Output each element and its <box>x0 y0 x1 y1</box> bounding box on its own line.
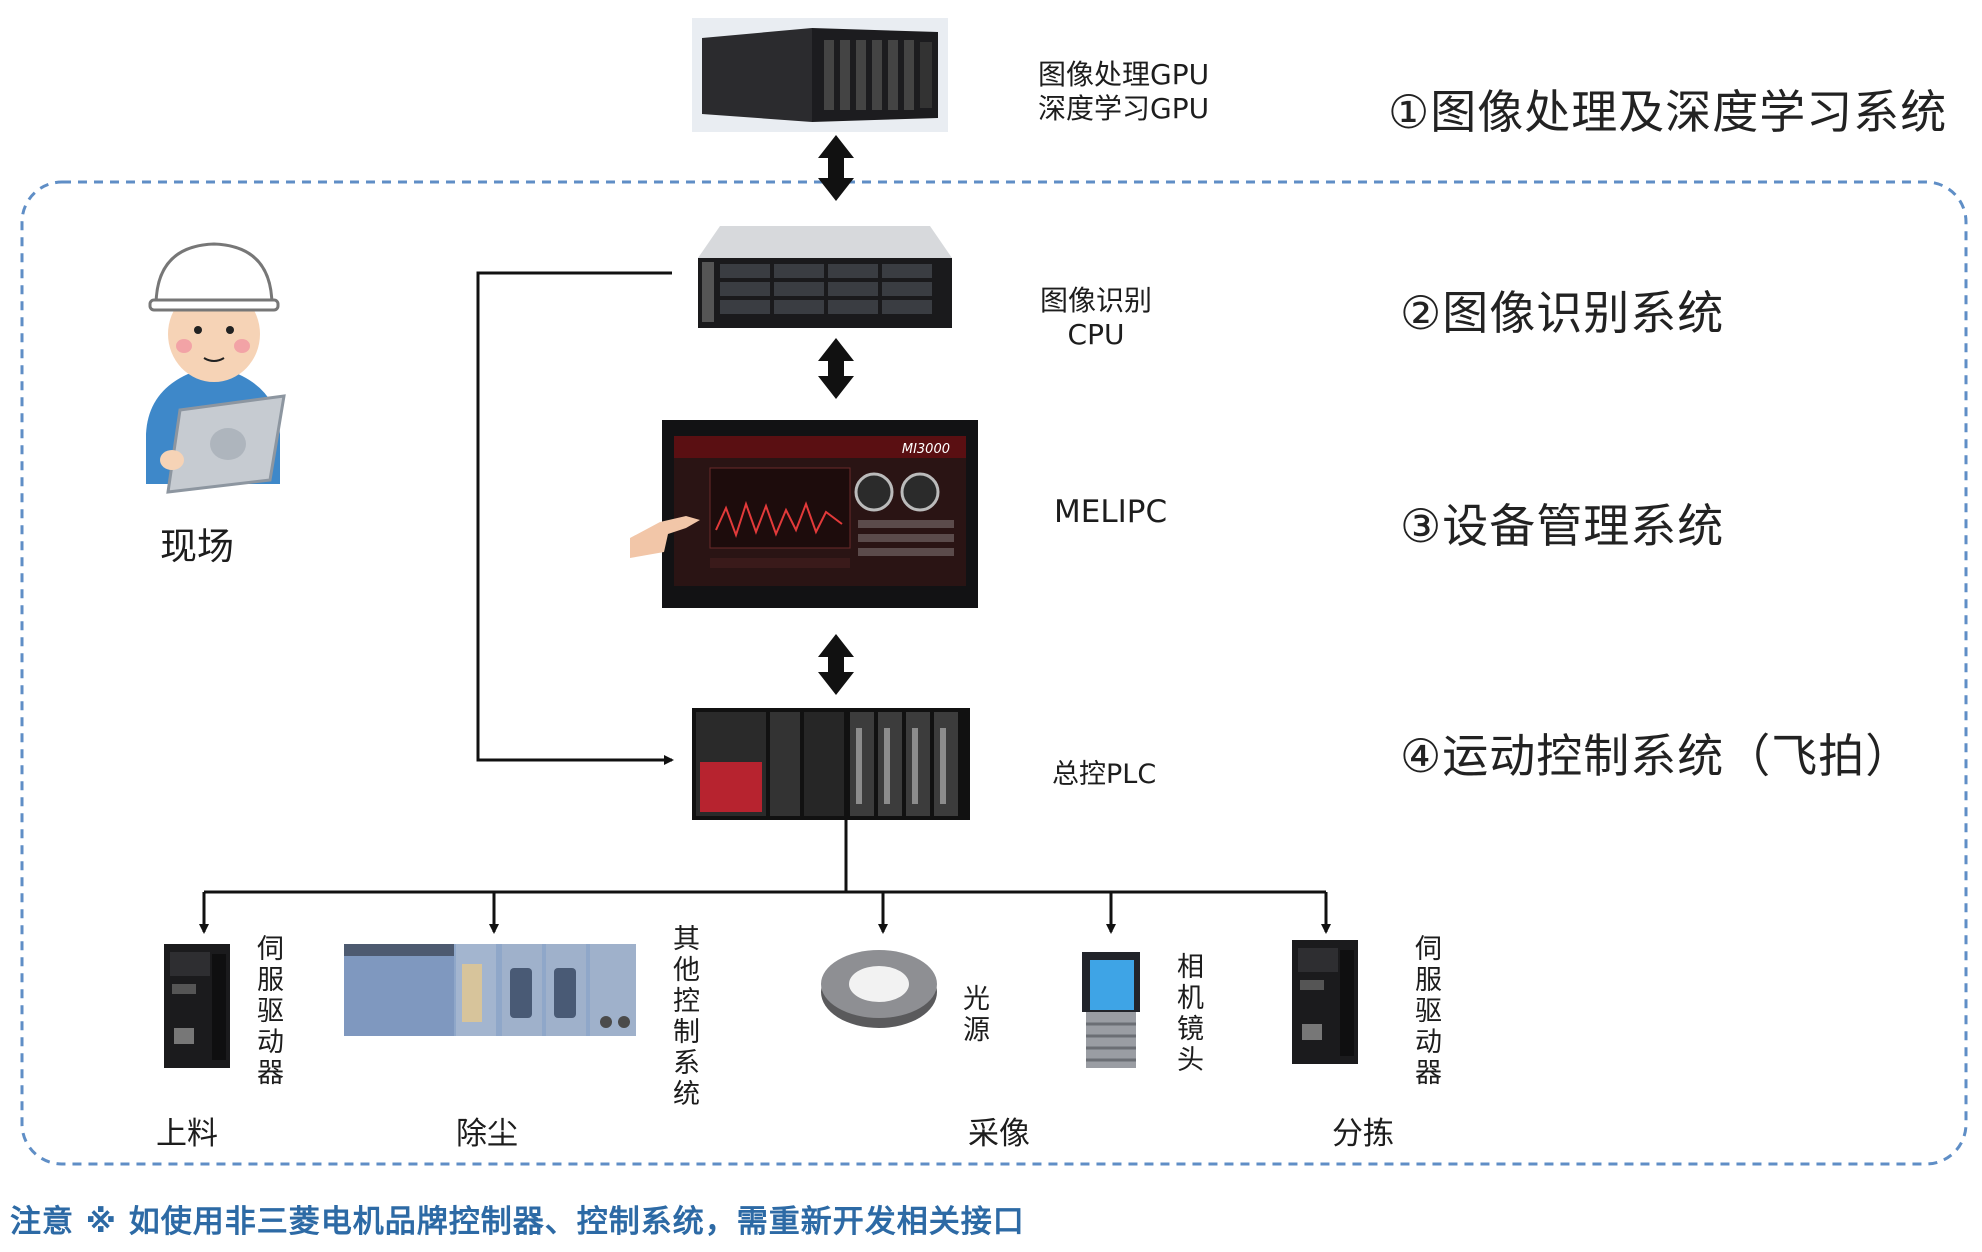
plc-rack-image <box>692 708 970 820</box>
station-dust-removal: 除尘 <box>456 1116 518 1152</box>
system-label-3: ③设备管理系统 <box>1400 499 1725 553</box>
system-label-1: ①图像处理及深度学习系统 <box>1388 85 1948 139</box>
station-sorting: 分拣 <box>1332 1116 1394 1152</box>
cpu-label-line1: 图像识别 <box>1040 284 1153 317</box>
servo-drive-left-image <box>164 944 230 1068</box>
camera-lens-label: 相机镜头 <box>1172 952 1203 1076</box>
light-source-label: 光源 <box>958 984 989 1046</box>
system-label-2: ②图像识别系统 <box>1400 286 1725 340</box>
compatibility-note: 注意 ※ 如使用非三菱电机品牌控制器、控制系统，需重新开发相关接口 <box>10 1204 1025 1240</box>
servo-drive-right-image <box>1292 940 1358 1064</box>
arrow-cpu-melipc <box>818 338 854 399</box>
arrow-gpu-cpu <box>818 135 854 201</box>
ring-light-image <box>818 944 940 1030</box>
camera-lens-image <box>1078 944 1144 1070</box>
melipc-screen-brand: MI3000 <box>902 442 950 457</box>
station-imaging: 采像 <box>968 1116 1030 1152</box>
other-control-system-image <box>344 944 636 1036</box>
system-dashed-frame <box>20 180 1968 1166</box>
melipc-label: MELIPC <box>1054 494 1168 530</box>
servo-drive-right-label: 伺服驱动器 <box>1410 934 1441 1089</box>
gpu-label: 图像处理GPU 深度学习GPU <box>1038 58 1209 126</box>
station-feeding: 上料 <box>156 1116 218 1152</box>
gpu-label-line2: 深度学习GPU <box>1038 92 1210 125</box>
servo-drive-left-label: 伺服驱动器 <box>252 934 283 1089</box>
melipc-panel-image: MI3000 <box>630 420 982 610</box>
system-label-4: ④运动控制系统（飞拍） <box>1400 729 1913 783</box>
cpu-label-line2: CPU <box>1067 318 1125 351</box>
gpu-workstation-image <box>692 18 948 132</box>
cpu-label: 图像识别 CPU <box>1040 284 1152 352</box>
plc-label: 总控PLC <box>1052 759 1157 790</box>
gpu-label-line1: 图像处理GPU <box>1038 58 1210 91</box>
site-label: 现场 <box>160 525 234 568</box>
cpu-server-image <box>694 222 956 334</box>
arrow-melipc-plc <box>818 634 854 695</box>
plc-distribution-bus <box>199 820 1331 934</box>
cpu-to-plc-line <box>476 271 674 765</box>
other-control-system-label: 其他控制系统 <box>668 924 699 1110</box>
field-worker-illustration <box>138 234 288 496</box>
